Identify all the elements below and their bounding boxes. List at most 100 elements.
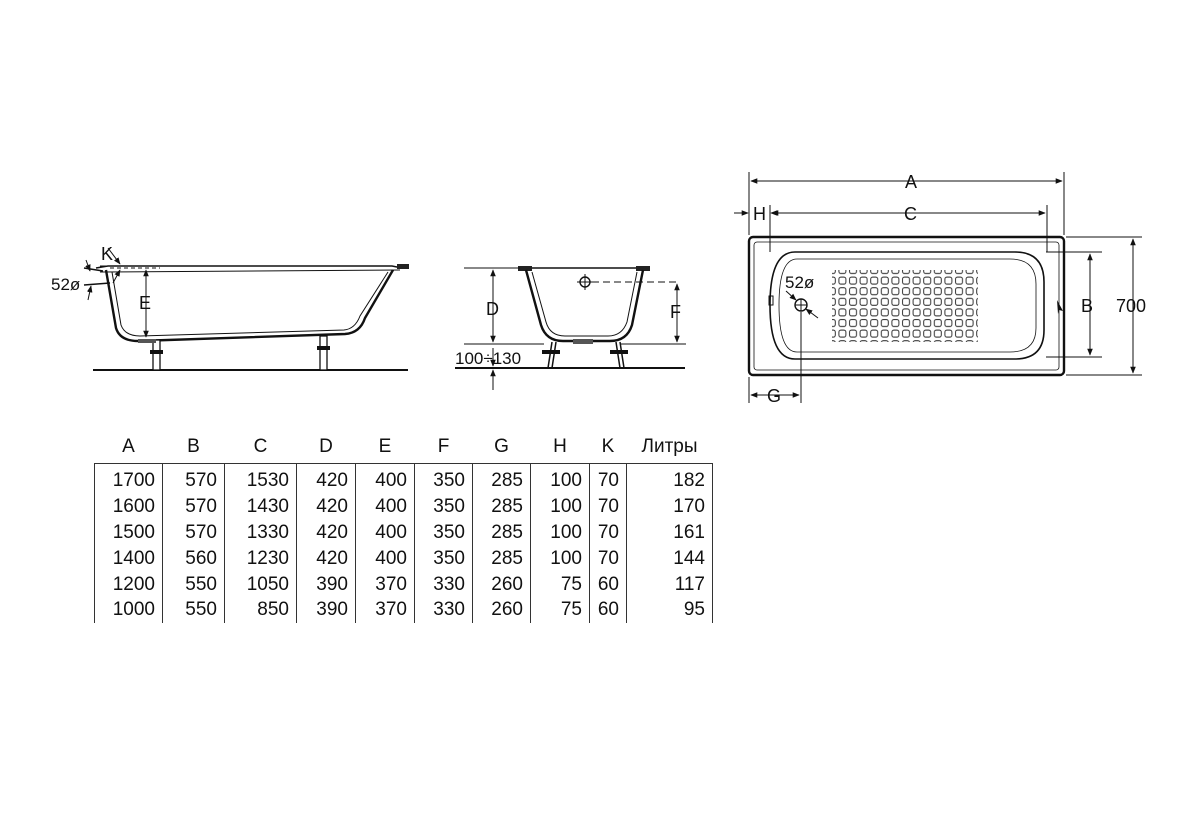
top-inner-basin — [769, 251, 1045, 360]
table-cell: 570 — [162, 493, 225, 520]
table-cell: 95 — [626, 596, 713, 623]
table-cell: 285 — [472, 545, 531, 572]
table-cell: 100 — [530, 493, 590, 520]
table-cell: 161 — [626, 519, 713, 546]
table-cell: 75 — [530, 571, 590, 597]
label-c: C — [904, 204, 917, 224]
table-row: 1200 550 1050 390 370 330 260 75 60 117 — [94, 571, 713, 597]
header-c: C — [253, 435, 268, 457]
table-cell: 1050 — [224, 571, 297, 597]
header-h: H — [553, 435, 567, 457]
table-cell: 550 — [162, 596, 225, 623]
table-cell: 1230 — [224, 545, 297, 572]
table-cell: 1400 — [94, 545, 163, 572]
table-cell: 285 — [472, 463, 531, 494]
table-cell: 75 — [530, 596, 590, 623]
top-view: 52ø A H C B 700 G — [734, 172, 1146, 406]
table-cell: 370 — [355, 596, 415, 623]
table-cell: 1330 — [224, 519, 297, 546]
table-cell: 350 — [414, 519, 473, 546]
table-cell: 70 — [589, 519, 627, 546]
table-cell: 100 — [530, 463, 590, 494]
table-cell: 350 — [414, 493, 473, 520]
table-cell: 182 — [626, 463, 713, 494]
table-cell: 100 — [530, 519, 590, 546]
label-h: H — [753, 204, 766, 224]
table-cell: 560 — [162, 545, 225, 572]
table-cell: 330 — [414, 596, 473, 623]
table-cell: 390 — [296, 571, 356, 597]
table-cell: 60 — [589, 596, 627, 623]
header-g: G — [494, 435, 509, 457]
label-leg-height: 100÷130 — [455, 349, 521, 368]
label-drain-diameter: 52ø — [785, 273, 814, 292]
table-cell: 170 — [626, 493, 713, 520]
table-cell: 420 — [296, 493, 356, 520]
table-row: 1700 570 1530 420 400 350 285 100 70 182 — [94, 463, 713, 494]
side-tub-body — [104, 269, 395, 343]
table-cell: 570 — [162, 463, 225, 494]
table-row: 1000 550 850 390 370 330 260 75 60 95 — [94, 596, 713, 623]
header-f: F — [437, 435, 450, 457]
table-cell: 1500 — [94, 519, 163, 546]
table-cell: 350 — [414, 463, 473, 494]
side-view: K 52ø E — [51, 244, 409, 371]
anti-slip-pattern — [832, 270, 978, 342]
label-f: F — [670, 302, 681, 322]
table-cell: 70 — [589, 493, 627, 520]
table-cell: 285 — [472, 519, 531, 546]
label-overflow-diameter: 52ø — [51, 275, 80, 294]
label-b: B — [1081, 296, 1093, 316]
table-cell: 1000 — [94, 596, 163, 623]
table-row: 1600 570 1430 420 400 350 285 100 70 170 — [94, 493, 713, 520]
table-cell: 70 — [589, 463, 627, 494]
table-cell: 400 — [355, 519, 415, 546]
table-cell: 370 — [355, 571, 415, 597]
table-cell: 117 — [626, 571, 713, 597]
table-cell: 144 — [626, 545, 713, 572]
header-k: K — [601, 435, 615, 457]
foot-right — [319, 335, 328, 371]
table-cell: 260 — [472, 596, 531, 623]
table-cell: 1200 — [94, 571, 163, 597]
table-row: 1500 570 1330 420 400 350 285 100 70 161 — [94, 519, 713, 546]
table-cell: 70 — [589, 545, 627, 572]
table-cell: 60 — [589, 571, 627, 597]
table-cell: 1700 — [94, 463, 163, 494]
table-row: 1400 560 1230 420 400 350 285 100 70 144 — [94, 545, 713, 572]
table-cell: 420 — [296, 463, 356, 494]
header-e: E — [378, 435, 392, 457]
table-cell: 420 — [296, 519, 356, 546]
table-cell: 1600 — [94, 493, 163, 520]
table-cell: 1530 — [224, 463, 297, 494]
dimensions-table: A B C D E F G H K Литры 1700 570 1530 42… — [94, 430, 713, 623]
table-cell: 285 — [472, 493, 531, 520]
header-d: D — [319, 435, 333, 457]
header-b: B — [187, 435, 200, 457]
table-cell: 1430 — [224, 493, 297, 520]
table-cell: 350 — [414, 545, 473, 572]
label-e: E — [139, 293, 151, 313]
table-cell: 550 — [162, 571, 225, 597]
table-cell: 420 — [296, 545, 356, 572]
table-cell: 400 — [355, 463, 415, 494]
label-g: G — [767, 386, 781, 406]
foot-left — [152, 339, 161, 371]
table-cell: 400 — [355, 493, 415, 520]
table-cell: 570 — [162, 519, 225, 546]
table-header-row: A B C D E F G H K Литры — [94, 430, 713, 464]
label-k: K — [101, 244, 113, 264]
end-view: D F 100÷130 — [455, 266, 686, 390]
table-cell: 850 — [224, 596, 297, 623]
header-liters: Литры — [641, 435, 698, 457]
header-a: A — [122, 435, 135, 457]
label-width-700: 700 — [1116, 296, 1146, 316]
label-a: A — [905, 172, 917, 192]
table-cell: 100 — [530, 545, 590, 572]
table-cell: 330 — [414, 571, 473, 597]
table-cell: 260 — [472, 571, 531, 597]
label-d: D — [486, 299, 499, 319]
table-cell: 400 — [355, 545, 415, 572]
table-cell: 390 — [296, 596, 356, 623]
